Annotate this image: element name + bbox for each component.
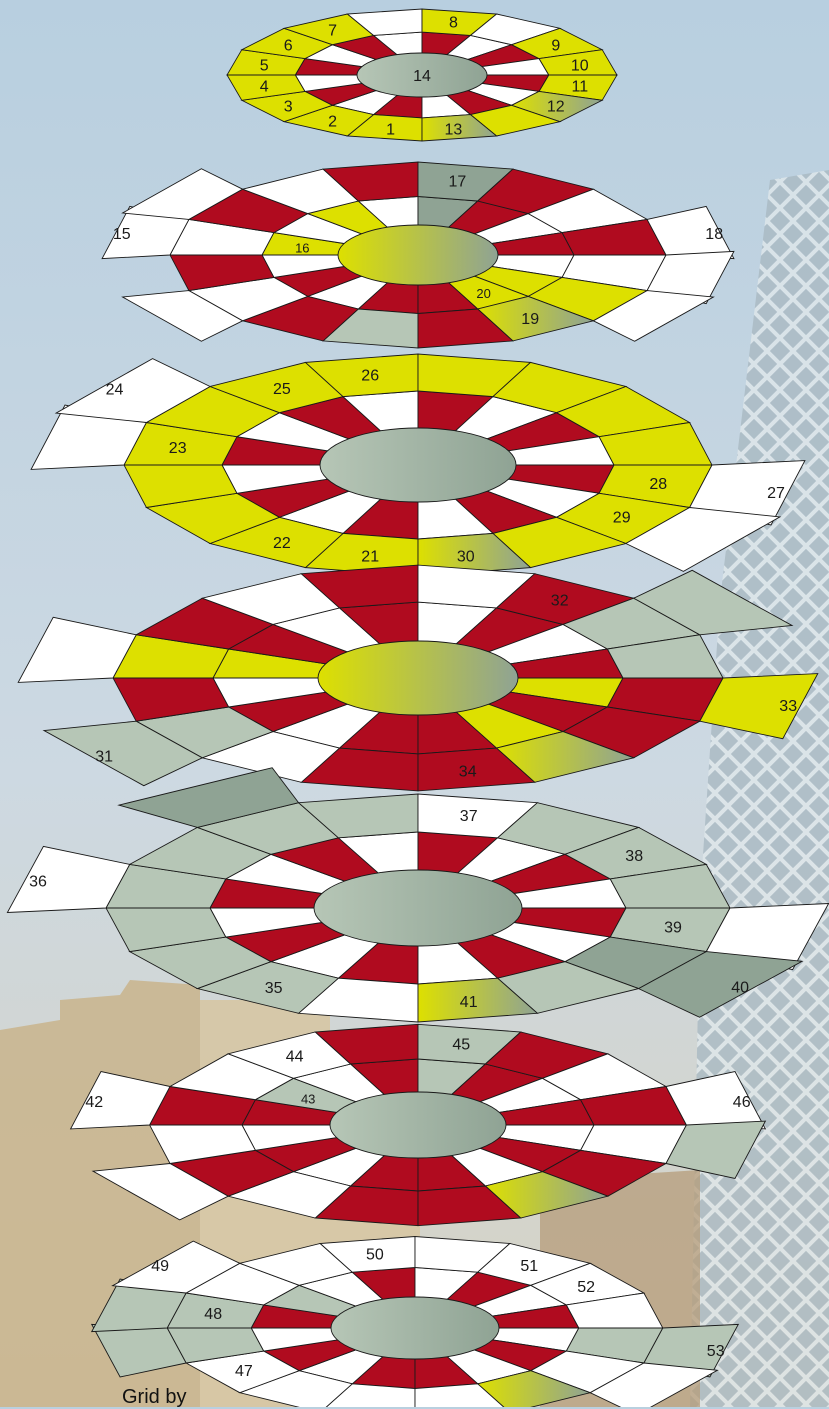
level-5: 35 36 37 38 39 40 41: [7, 768, 828, 1022]
cell-label: 33: [779, 698, 797, 715]
cell-label: 5: [260, 57, 269, 74]
cell-label: 6: [284, 38, 293, 55]
level-6: 42 43 44 45 46: [71, 1024, 766, 1225]
cell-label: 13: [445, 121, 463, 138]
cell-label: 28: [649, 476, 667, 493]
cell-label: 39: [664, 920, 682, 937]
cell-label: 9: [551, 38, 560, 55]
center-core: [318, 641, 518, 715]
cell-label: 21: [361, 549, 379, 566]
level-3: 21 22 23 24 25 26 27 28 29 30: [31, 354, 805, 576]
cell-label: 1: [386, 121, 395, 138]
cell-label: 17: [449, 174, 467, 191]
cell-label: 41: [460, 994, 478, 1011]
cell-label: 25: [273, 381, 291, 398]
cell-label: 12: [547, 98, 565, 115]
cell-label: 8: [449, 15, 458, 32]
cell-label: 10: [571, 57, 589, 74]
cell-label: 38: [625, 848, 643, 865]
cell-label: 52: [577, 1279, 595, 1296]
cell-label: 11: [571, 79, 588, 96]
cell-label: 20: [476, 286, 490, 301]
cell-label: 43: [301, 1092, 315, 1107]
center-core: [338, 225, 498, 285]
cell-label: 24: [106, 381, 124, 398]
center-label: 14: [413, 68, 431, 85]
cell-label: 4: [260, 79, 269, 96]
cell-label: 44: [286, 1049, 304, 1066]
cell-label: 42: [85, 1094, 103, 1111]
cell-label: 53: [707, 1343, 725, 1360]
level-2: 15 16 17 18 20 19: [102, 162, 734, 348]
cell-label: 51: [520, 1258, 538, 1275]
grid-credit-caption: Grid by: [122, 1386, 186, 1409]
cell-label: 36: [29, 873, 47, 890]
cell-label: 27: [767, 485, 785, 502]
cell-label: 45: [452, 1036, 470, 1053]
cell-label: 30: [457, 549, 475, 566]
level-4: 31 32 33 34: [18, 565, 818, 791]
cell-label: 48: [204, 1306, 222, 1323]
cell-label: 47: [235, 1363, 253, 1380]
cell-label: 18: [705, 226, 723, 243]
cell-label: 34: [459, 764, 477, 781]
cell-label: 7: [328, 23, 337, 40]
cell-label: 26: [361, 367, 379, 384]
cell-label: 37: [460, 808, 478, 825]
cell-label: 2: [328, 113, 337, 130]
level-7: 47 48 49 50 51 52 53: [92, 1237, 739, 1408]
center-core: [314, 870, 522, 946]
cell-label: 46: [733, 1094, 751, 1111]
center-core: [330, 1092, 506, 1158]
cell-label: 16: [295, 240, 309, 255]
cell-label: 40: [731, 980, 749, 997]
center-core: [331, 1297, 499, 1359]
cell-label: 29: [613, 509, 631, 526]
cell-label: 49: [151, 1258, 169, 1275]
cell-label: 31: [95, 749, 113, 766]
cell-label: 35: [265, 980, 283, 997]
cell-label: 50: [366, 1247, 384, 1264]
cell-label: 15: [113, 226, 131, 243]
cell-label: 22: [273, 535, 291, 552]
center-core: [320, 428, 516, 502]
cell-label: 32: [551, 593, 569, 610]
cell-label: 19: [521, 311, 539, 328]
cell-label: 23: [169, 440, 187, 457]
cell-label: 3: [284, 98, 293, 115]
